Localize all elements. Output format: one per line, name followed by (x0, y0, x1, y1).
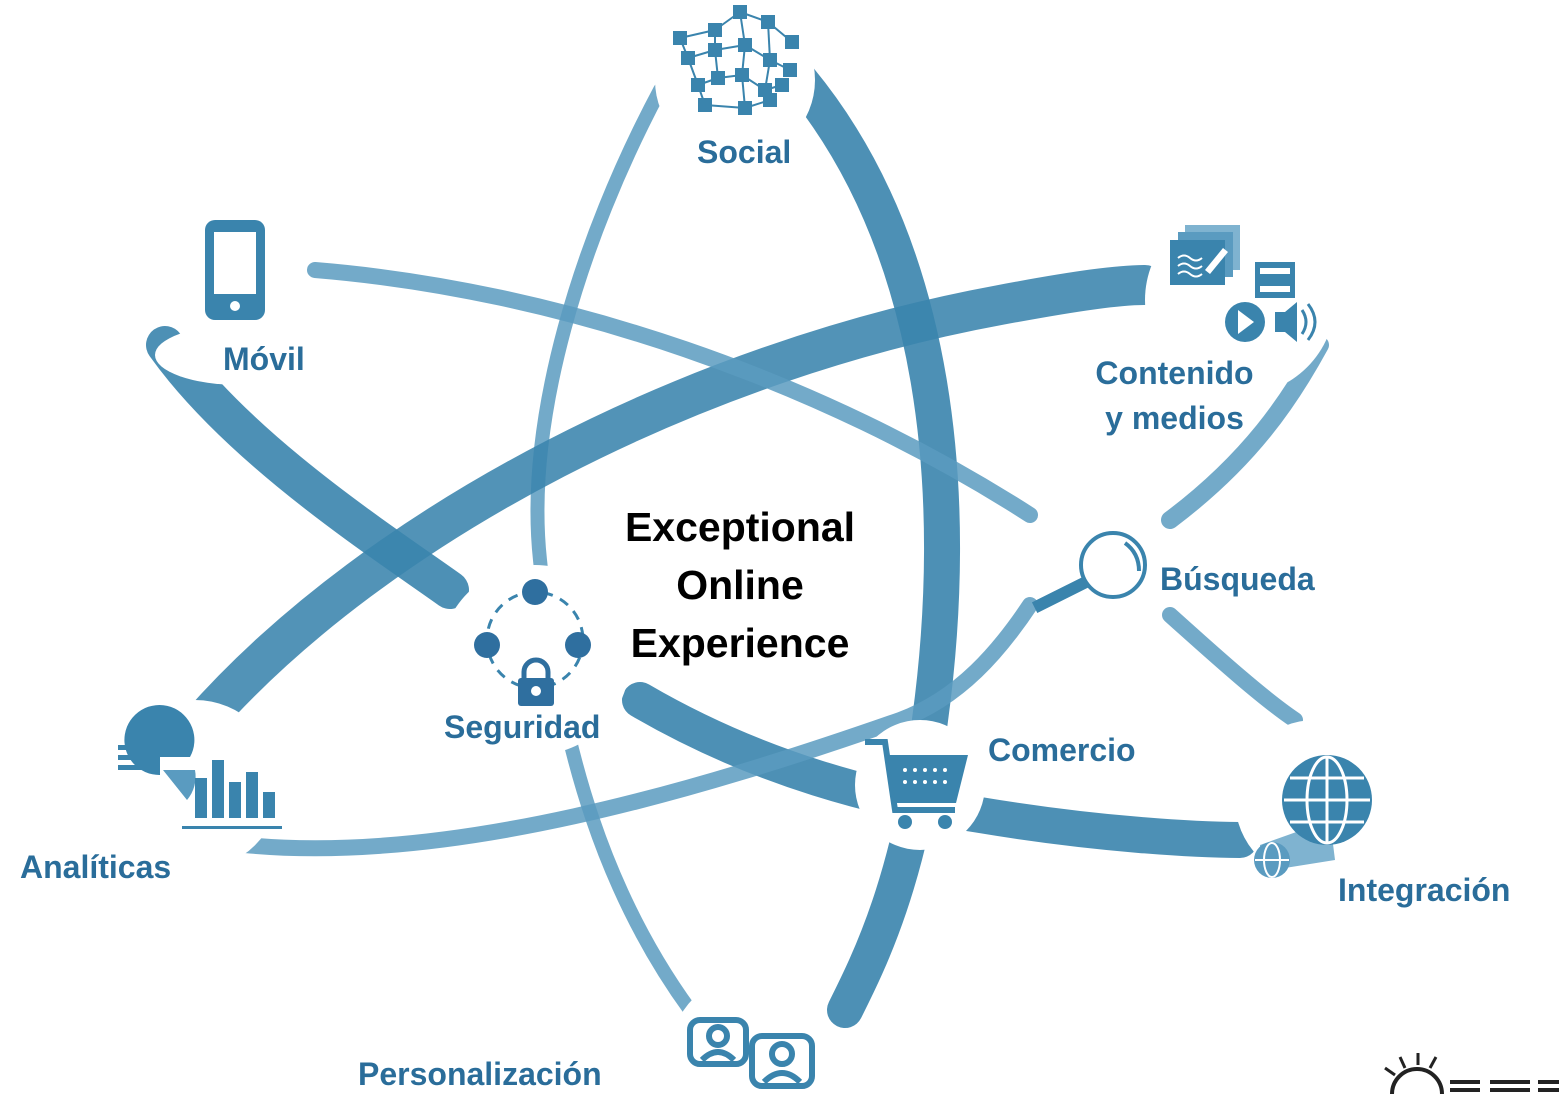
globe-icon (1254, 755, 1372, 878)
orbit-lines (146, 62, 1329, 1028)
orbit-analiticas-busqueda (237, 597, 1038, 857)
center-title-line2: Online (676, 562, 804, 608)
label-analiticas: Analíticas (20, 849, 172, 885)
orbit-vertical-left (530, 83, 697, 1017)
orbit-movil-busqueda (307, 262, 1038, 523)
label-contenido: Contenido y medios (1083, 355, 1266, 437)
shopping-cart-icon (865, 739, 968, 829)
label-comercio: Comercio (988, 732, 1136, 768)
network-icon (673, 5, 799, 115)
orbit-analiticas-contenido (180, 265, 1165, 745)
magnifier-icon (1031, 531, 1147, 614)
label-contenido-line1: Contenido (1095, 355, 1254, 391)
center-title-line3: Experience (630, 620, 850, 666)
label-contenido-line2: y medios (1105, 400, 1244, 437)
label-busqueda: Búsqueda (1160, 561, 1315, 597)
center-title: Exceptional Online Experience (560, 498, 920, 672)
label-personalizacion: Personalización (358, 1056, 602, 1092)
ibm-logo-partial (1384, 1053, 1559, 1094)
label-movil: Móvil (223, 341, 305, 377)
secure-network-icon (474, 579, 591, 706)
orbit-vertical-right (782, 62, 961, 1028)
center-title-line1: Exceptional (624, 504, 856, 550)
label-seguridad: Seguridad (444, 709, 601, 745)
analytics-chart-icon (118, 705, 282, 829)
label-social: Social (697, 134, 792, 170)
orbit-busqueda-integracion (1162, 607, 1303, 728)
smartphone-icon (205, 220, 265, 320)
label-integracion: Integración (1338, 872, 1511, 908)
media-files-icon (1170, 225, 1317, 342)
user-profiles-icon (687, 1017, 815, 1089)
orbit-movil-integracion (146, 326, 469, 609)
